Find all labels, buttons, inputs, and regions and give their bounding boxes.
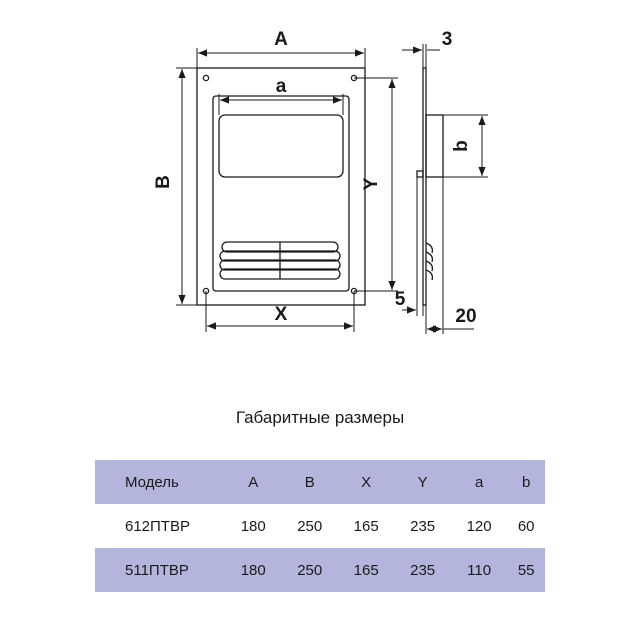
label-a: a xyxy=(276,76,287,97)
label-offset: 5 xyxy=(395,289,406,310)
header-Y: Y xyxy=(394,460,451,504)
label-X: X xyxy=(275,304,288,325)
cell-B: 250 xyxy=(297,517,323,535)
side-tab xyxy=(416,170,424,178)
dimensions-table: Модель A B X Y a b 612ПТВР 180 250 165 2… xyxy=(95,460,545,592)
label-thickness: 3 xyxy=(442,29,453,50)
label-A: A xyxy=(274,29,288,50)
side-duct xyxy=(425,114,444,178)
header-A: A xyxy=(225,460,282,504)
cell-A: 180 xyxy=(240,517,266,535)
inner-frame xyxy=(212,95,350,292)
cell-model: 612ПТВР xyxy=(125,517,190,535)
hole-top-left xyxy=(202,74,210,82)
cell-a: 110 xyxy=(450,548,508,592)
label-b: b xyxy=(451,140,472,152)
header-B: B xyxy=(281,460,338,504)
header-X: X xyxy=(337,460,395,504)
cell-Y: 235 xyxy=(410,517,436,535)
header-a: a xyxy=(450,460,508,504)
technical-drawing: A a B X Y b 3 5 20 xyxy=(153,29,488,334)
cell-B: 250 xyxy=(281,548,338,592)
cell-a: 120 xyxy=(466,517,492,535)
cell-X: 165 xyxy=(337,548,395,592)
duct-opening xyxy=(218,114,344,178)
label-depth: 20 xyxy=(455,306,476,327)
cell-b: 60 xyxy=(517,517,535,535)
label-Y: Y xyxy=(361,177,382,190)
dimensions-caption: Габаритные размеры xyxy=(235,408,405,427)
table-row: 612ПТВР 180 250 165 235 120 60 xyxy=(95,504,545,548)
label-B: B xyxy=(153,175,174,189)
louvre-grille xyxy=(219,241,341,280)
table-row: 511ПТВР 180 250 165 235 110 55 xyxy=(95,548,545,592)
header-b: b xyxy=(507,460,545,504)
side-plate xyxy=(422,67,427,306)
cell-b: 55 xyxy=(507,548,545,592)
cell-A: 180 xyxy=(225,548,282,592)
table-header-row: Модель A B X Y a b xyxy=(95,460,545,504)
cell-X: 165 xyxy=(353,517,379,535)
cell-model: 511ПТВР xyxy=(95,548,225,592)
side-louvres xyxy=(425,242,434,281)
header-model: Модель xyxy=(95,460,225,504)
front-plate xyxy=(196,67,366,306)
cell-Y: 235 xyxy=(394,548,451,592)
